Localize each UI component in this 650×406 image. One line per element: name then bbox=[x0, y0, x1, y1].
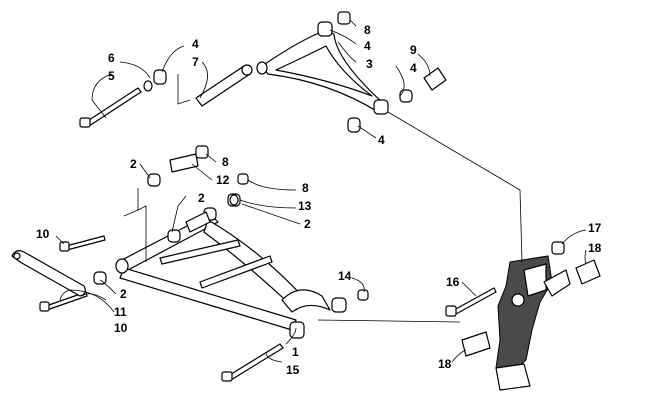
callout-labels: 1 2 2 2 2 3 4 4 4 4 5 6 7 8 8 8 9 10 10 … bbox=[36, 23, 602, 377]
upper-a-arm bbox=[256, 21, 389, 115]
upper-pivot-tube bbox=[195, 64, 253, 107]
leader-lines bbox=[55, 19, 587, 363]
callout-16: 16 bbox=[446, 275, 460, 289]
upper-bolt bbox=[79, 87, 142, 128]
callout-2: 2 bbox=[198, 191, 205, 205]
lower-a-arm bbox=[115, 207, 347, 339]
upper-ball-stud bbox=[423, 67, 447, 91]
lower-nuts bbox=[195, 145, 369, 301]
callout-10: 10 bbox=[36, 227, 50, 241]
upper-ball-stud-bushing bbox=[399, 89, 413, 103]
callout-2: 2 bbox=[130, 157, 137, 171]
callout-8: 8 bbox=[302, 181, 309, 195]
spindle bbox=[495, 255, 571, 391]
lower-bolts bbox=[39, 235, 284, 382]
spindle-bushings bbox=[461, 259, 601, 357]
upper-bushing bbox=[153, 69, 167, 85]
callout-4: 4 bbox=[192, 37, 199, 51]
upper-washer bbox=[143, 80, 153, 92]
callout-15: 15 bbox=[286, 363, 300, 377]
callout-17: 17 bbox=[588, 221, 602, 235]
callout-8: 8 bbox=[364, 23, 371, 37]
callout-3: 3 bbox=[366, 57, 373, 71]
callout-4: 4 bbox=[410, 61, 417, 75]
lower-pivot-tube bbox=[169, 153, 211, 233]
callout-2: 2 bbox=[304, 217, 311, 231]
callout-6: 6 bbox=[108, 51, 115, 65]
lower-washer bbox=[229, 194, 239, 206]
assembly-lines bbox=[123, 74, 523, 323]
upper-nut bbox=[337, 11, 351, 25]
callout-12: 12 bbox=[216, 173, 230, 187]
spindle-bolt bbox=[445, 287, 497, 317]
callout-1: 1 bbox=[292, 345, 299, 359]
callout-13: 13 bbox=[298, 199, 312, 213]
callout-14: 14 bbox=[338, 269, 352, 283]
callout-4: 4 bbox=[378, 133, 385, 147]
callout-9: 9 bbox=[410, 43, 417, 57]
spindle-nut bbox=[551, 241, 565, 255]
callout-5: 5 bbox=[108, 69, 115, 83]
link-plate bbox=[11, 250, 86, 297]
callout-8: 8 bbox=[222, 155, 229, 169]
callout-18: 18 bbox=[438, 357, 452, 371]
callout-7: 7 bbox=[192, 55, 199, 69]
callout-10: 10 bbox=[114, 321, 128, 335]
upper-lower-bushing bbox=[347, 117, 361, 133]
callout-18: 18 bbox=[588, 241, 602, 255]
callout-11: 11 bbox=[114, 305, 127, 319]
callout-4: 4 bbox=[364, 39, 371, 53]
callout-2: 2 bbox=[120, 287, 127, 301]
